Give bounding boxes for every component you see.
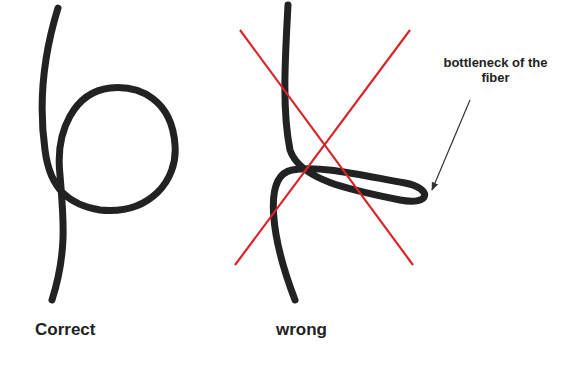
caption-label: Correct: [35, 320, 155, 340]
caption-label: wrong: [276, 320, 396, 340]
fiber-correct-loop: [42, 8, 175, 300]
callout-label: bottleneck of the fiber: [438, 56, 553, 86]
leader-arrow: [432, 100, 470, 190]
cross-mark: [240, 30, 413, 265]
fiber-wrong-loop: [273, 5, 424, 300]
cross-mark: [235, 30, 410, 265]
